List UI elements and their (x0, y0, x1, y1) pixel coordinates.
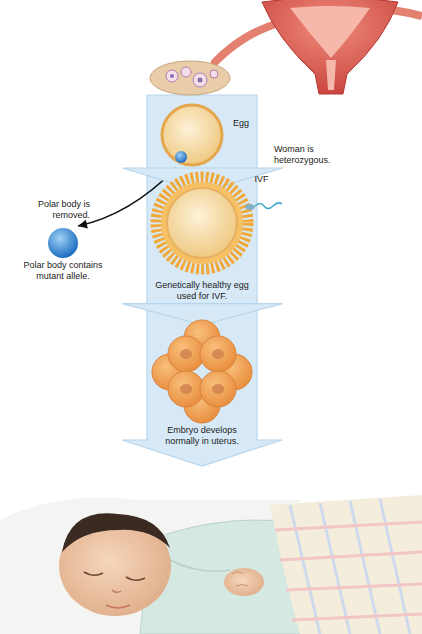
annotation-label: Woman is heterozygous. (274, 144, 346, 166)
picture-node: Genetically healthy egg used for IVF. (140, 192, 265, 304)
picture-node: Polar body contains mutant allele. (8, 226, 118, 284)
node-text: Polar body contains mutant allele. (15, 260, 111, 282)
node-text: Embryo develops normally in uterus. (156, 425, 248, 447)
node-text: Genetically healthy egg used for IVF. (154, 280, 250, 302)
picture-node: Egg (158, 100, 258, 168)
edge-label: IVF (255, 174, 313, 185)
arrow-head (78, 220, 88, 229)
picture-node: Embryo develops normally in uterus. (150, 325, 255, 449)
node-text: Egg (233, 118, 249, 129)
edge-label: Polar body is removed. (32, 199, 90, 221)
